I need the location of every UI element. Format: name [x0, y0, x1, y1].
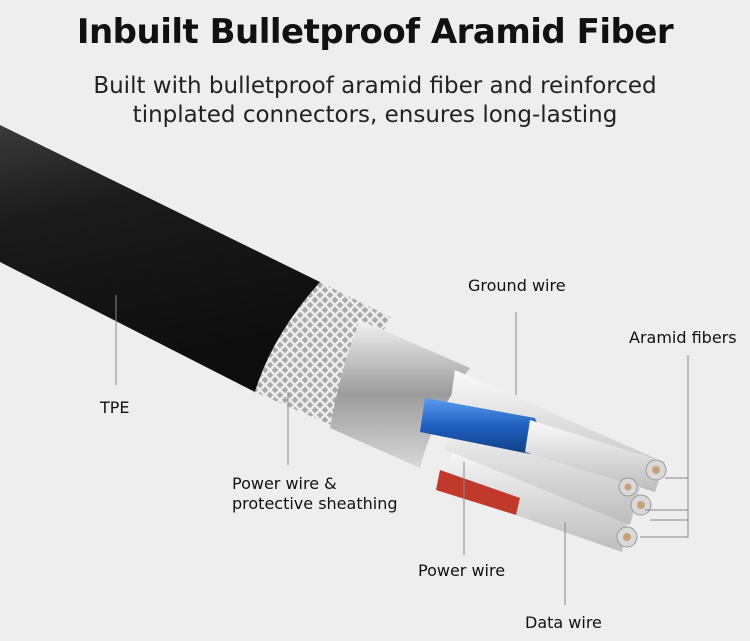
label-tpe: TPE: [100, 398, 130, 417]
label-power-sheathing: Power wire & protective sheathing: [232, 474, 397, 514]
label-ground-wire: Ground wire: [468, 276, 566, 295]
tpe-jacket: [0, 125, 320, 392]
aramid-strand-3: [525, 420, 665, 492]
page-title: Inbuilt Bulletproof Aramid Fiber: [76, 12, 674, 52]
label-aramid-fibers: Aramid fibers: [629, 328, 737, 347]
label-data-wire: Data wire: [525, 613, 602, 632]
foil-sheath: [330, 320, 470, 468]
label-power-sheathing-line-2: protective sheathing: [232, 494, 398, 513]
red-power-wire: [436, 470, 520, 515]
subtitle-line-1: Built with bulletproof aramid fiber and …: [93, 73, 657, 99]
data-wire-strand: [438, 445, 630, 552]
label-power-sheathing-line-1: Power wire &: [232, 474, 337, 493]
subtitle-line-2: tinplated connectors, ensures long-lasti…: [132, 102, 618, 128]
label-power-wire: Power wire: [418, 561, 506, 580]
leader-lines: [115, 295, 689, 605]
braided-shield: [255, 282, 392, 428]
page-subtitle: Built with bulletproof aramid fiber and …: [0, 72, 750, 130]
blue-ground-wire: [420, 398, 539, 454]
